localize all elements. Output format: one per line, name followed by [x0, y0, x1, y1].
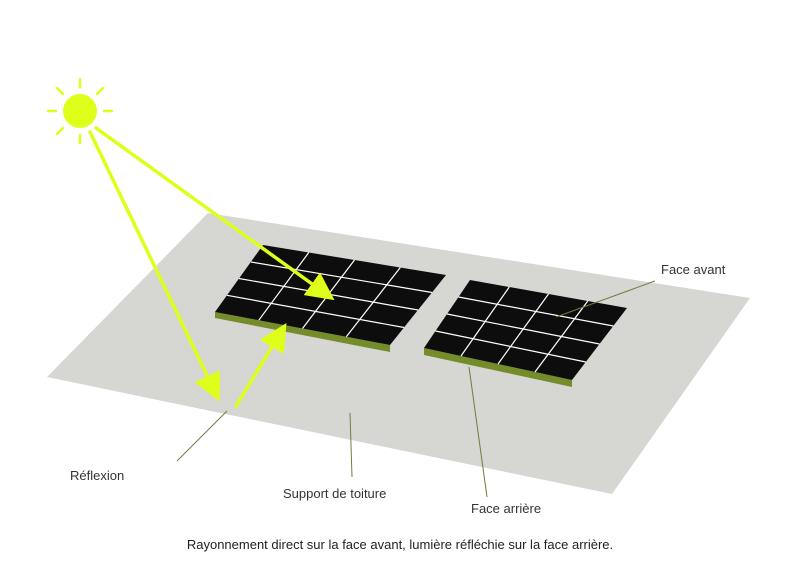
label-reflection: Réflexion	[70, 468, 125, 483]
label-rear-face: Face arrière	[471, 501, 542, 516]
leader-roof-support	[349, 412, 353, 478]
reflected-ray-rear	[234, 323, 287, 408]
roof-support-surface	[47, 213, 750, 494]
panel-right-grid	[435, 286, 614, 373]
leader-rear-face	[468, 366, 488, 498]
leader-reflection	[176, 410, 228, 462]
label-front-face: Face avant	[661, 262, 726, 277]
incident-ray-ground	[88, 130, 221, 402]
direct-ray-front	[94, 126, 335, 301]
leader-front-face	[555, 280, 656, 318]
solar-panel-right	[424, 280, 627, 387]
label-roof-support: Support de toiture	[283, 486, 387, 501]
panel-right-edge	[424, 348, 572, 387]
panel-left-edge	[215, 312, 390, 352]
figure-caption: Rayonnement direct sur la face avant, lu…	[186, 537, 614, 552]
